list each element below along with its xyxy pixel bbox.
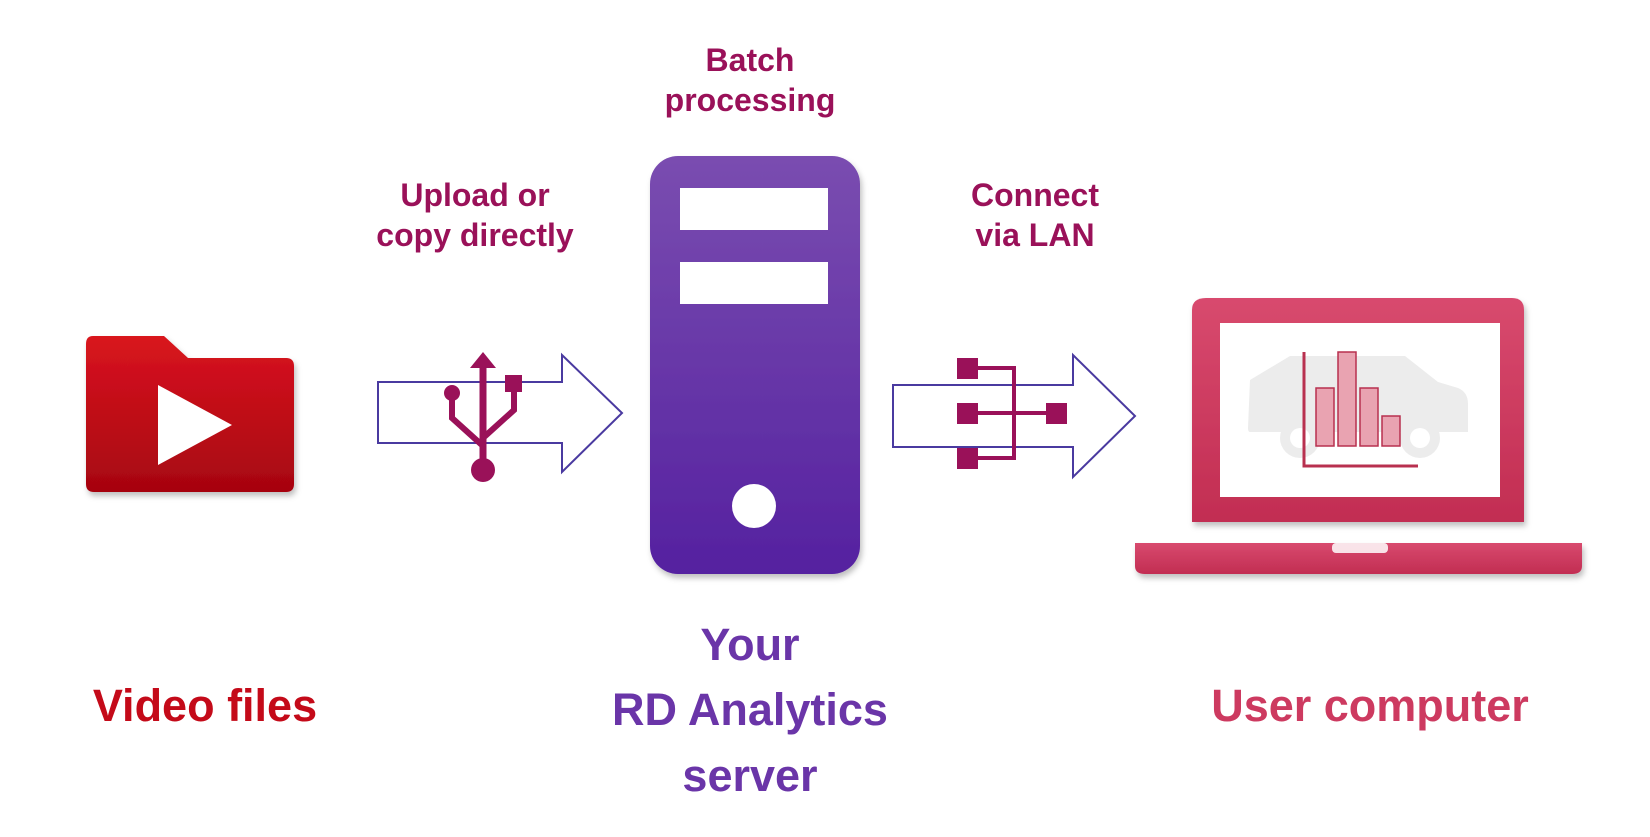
video-files-label: Video files: [92, 680, 318, 731]
batch-processing-line-2: processing: [664, 82, 836, 118]
user-computer-label: User computer: [1211, 680, 1529, 731]
chart-bar: [1381, 415, 1401, 447]
chart-bar: [1315, 387, 1335, 447]
batch-processing-line-1: Batch: [705, 42, 795, 78]
connect-line-2: via LAN: [975, 217, 1095, 253]
video-folder-icon: [86, 336, 294, 492]
server-line-3: server: [682, 749, 818, 801]
server-line-2: RD Analytics: [612, 684, 888, 736]
connect-label: Connect via LAN: [920, 175, 1150, 255]
usb-icon: [444, 352, 522, 482]
connect-line-1: Connect: [971, 177, 1099, 213]
upload-line-2: copy directly: [376, 217, 574, 253]
screen-bar-chart: [1302, 351, 1418, 468]
server-tower-icon: [650, 156, 860, 574]
network-icon: [957, 358, 1067, 469]
upload-arrow: [377, 352, 624, 475]
upload-label: Upload or copy directly: [320, 175, 630, 255]
server-line-1: Your: [700, 619, 800, 670]
server-label: Your RD Analytics server: [560, 612, 940, 808]
chart-bar: [1337, 351, 1357, 447]
batch-processing-label: Batch processing: [630, 40, 870, 120]
chart-bar: [1359, 387, 1379, 447]
laptop-chart-icon: [1135, 298, 1582, 574]
upload-line-1: Upload or: [400, 177, 550, 213]
